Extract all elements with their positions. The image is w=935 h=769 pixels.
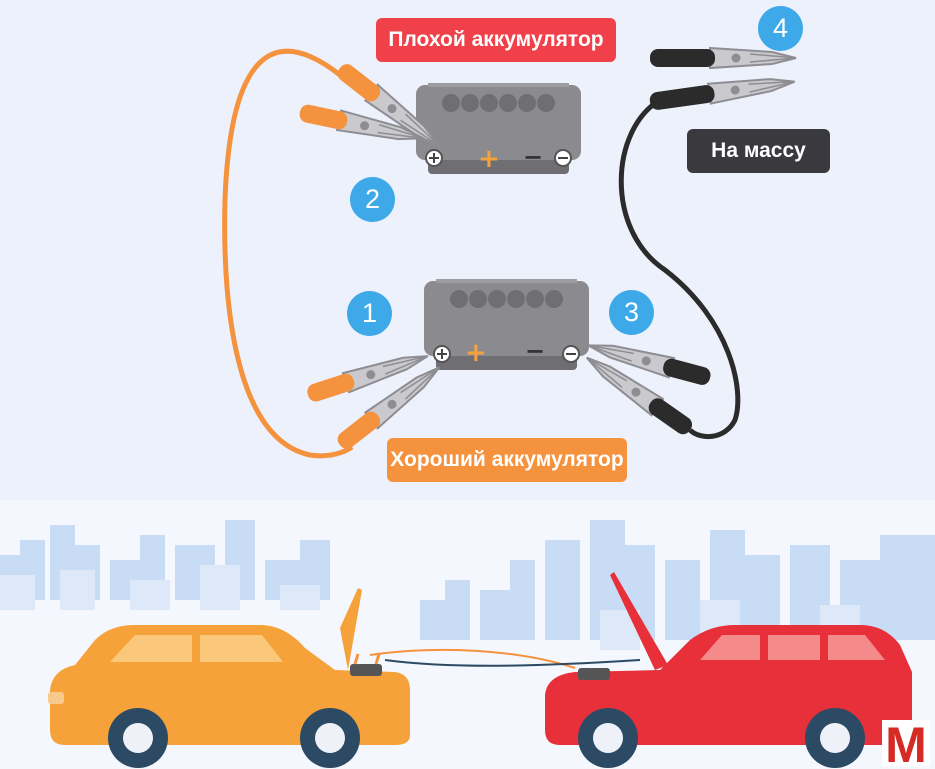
good-battery-icon: + − [423, 278, 590, 371]
clamp-icon [649, 70, 797, 110]
step-badge-1: 1 [347, 291, 392, 336]
clamp-icon [307, 345, 432, 402]
step-badge-3: 3 [609, 290, 654, 335]
clamp-icon [337, 358, 447, 449]
plus-sign: + [465, 338, 487, 368]
negative-cable [618, 97, 741, 440]
clamp-icon [650, 47, 797, 69]
right-car-icon [545, 572, 912, 768]
plus-sign: + [478, 144, 500, 174]
step-badge-2: 2 [350, 177, 395, 222]
car-negative-cable [384, 659, 641, 667]
step-badge-4: 4 [758, 6, 803, 51]
clamp-icon [299, 104, 427, 149]
clamp-icon [584, 334, 711, 385]
brand-logo: M [882, 720, 930, 769]
minus-sign: − [523, 143, 543, 171]
car-positive-cable [369, 648, 576, 669]
ground-label: На массу [687, 129, 830, 173]
left-car-icon [48, 588, 410, 768]
clamp-icon [580, 348, 693, 435]
positive-cable [222, 48, 354, 459]
minus-sign: − [525, 337, 545, 365]
bad-battery-label: Плохой аккумулятор [376, 18, 616, 62]
clamp-icon [337, 64, 447, 155]
bad-battery-icon: + − [415, 82, 582, 175]
good-battery-label: Хороший аккумулятор [387, 438, 627, 482]
